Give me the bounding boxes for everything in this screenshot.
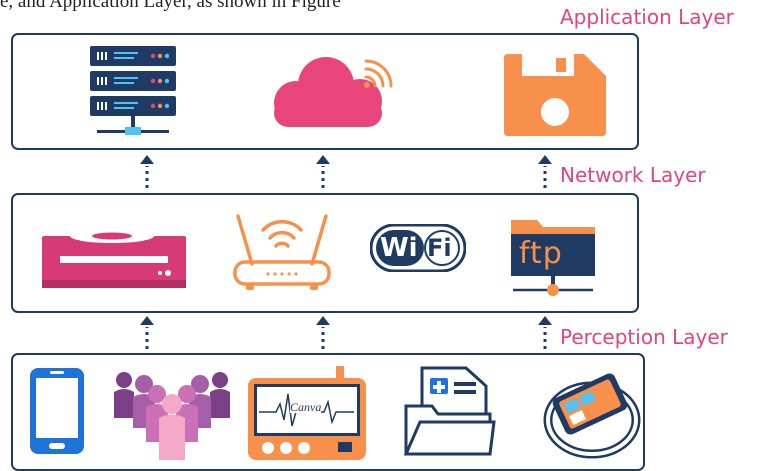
wifi-logo-wi-text: Wi: [380, 233, 418, 263]
arrow-network-to-application-1: [140, 155, 154, 188]
ftp-folder-icon: ftp: [507, 216, 599, 298]
arrow-network-to-application-2: [316, 155, 330, 188]
perception-layer-label: Perception Layer: [560, 325, 728, 349]
arrow-perception-to-network-2: [316, 316, 330, 349]
heart-monitor-icon: Canva: [246, 364, 368, 460]
application-layer-label: Application Layer: [560, 5, 734, 29]
header-caption-fragment: e, and Application Layer, as shown in Fi…: [0, 0, 341, 12]
server-rack-icon: [90, 46, 176, 135]
people-group-icon: [114, 372, 230, 460]
ftp-label-text: ftp: [519, 236, 563, 271]
smartphone-icon: [30, 368, 84, 454]
monitor-brand-text: Canva: [290, 400, 322, 414]
arrow-perception-to-network-1: [140, 316, 154, 349]
medical-folder-icon: [404, 366, 496, 456]
wifi-logo-icon: Wi Fi: [370, 224, 466, 272]
wifi-logo-fi-text: Fi: [427, 234, 452, 262]
arrow-network-to-application-3: [538, 155, 552, 188]
cloud-icon: [274, 57, 393, 127]
optical-drive-icon: [42, 229, 186, 288]
network-layer-label: Network Layer: [560, 163, 706, 187]
wearable-band-icon: [543, 373, 641, 459]
arrow-perception-to-network-3: [538, 316, 552, 349]
floppy-disk-icon: [504, 54, 606, 136]
router-icon: [233, 214, 331, 290]
